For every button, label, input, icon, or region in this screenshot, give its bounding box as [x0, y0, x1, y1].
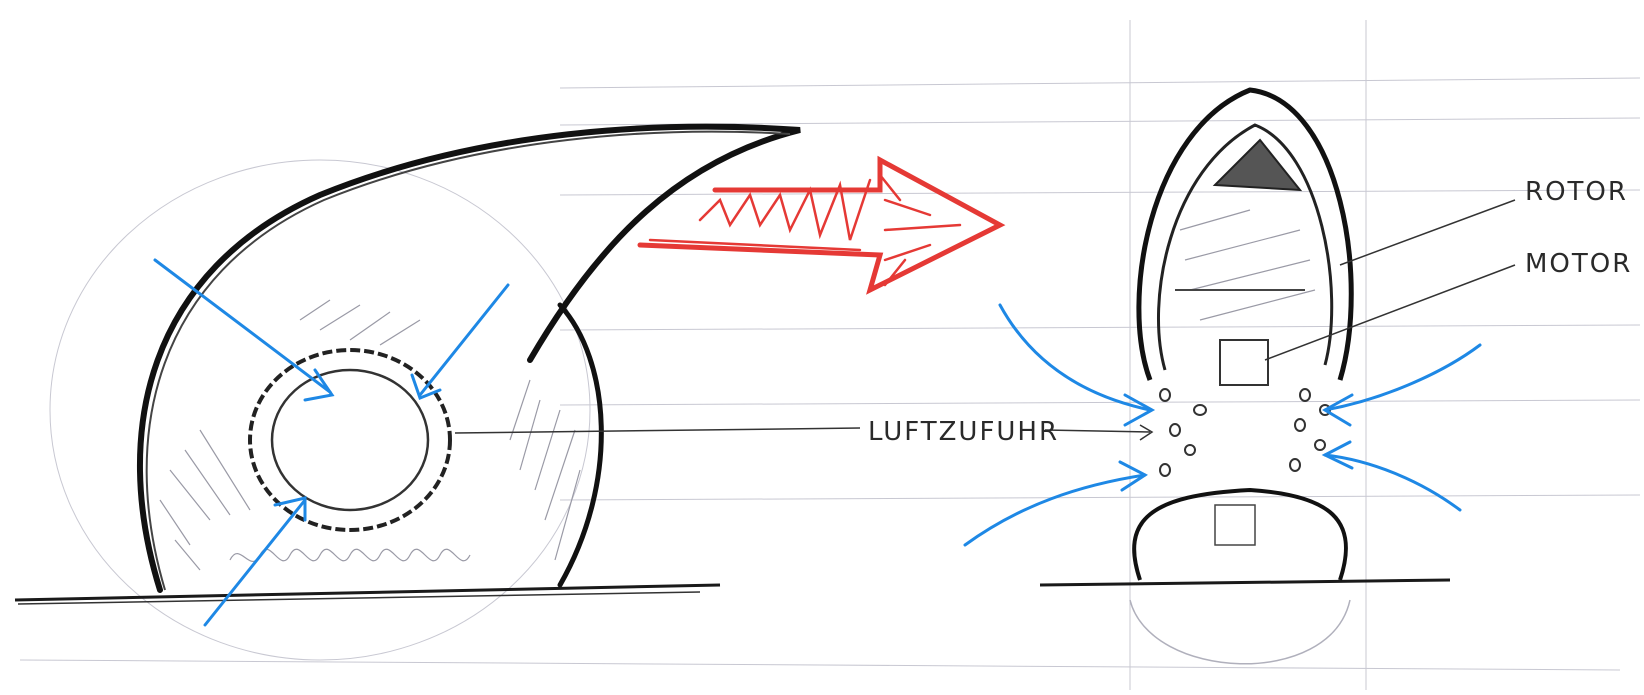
body-hatching	[159, 299, 581, 571]
air-intake-holes	[1159, 388, 1331, 477]
rotor-hatching	[1212, 138, 1303, 192]
intake-ring-inner	[270, 368, 430, 512]
ground-line-left	[14, 583, 721, 602]
transform-arrow	[637, 155, 1006, 295]
side-view	[14, 123, 801, 627]
air-arrows-side	[153, 258, 510, 627]
intake-ring-outer	[248, 348, 452, 532]
label-rotor: ROTOR	[1525, 177, 1628, 207]
front-view	[454, 87, 1516, 665]
pod-outline	[1136, 87, 1354, 381]
body-rear-curve	[557, 302, 604, 588]
label-luftzufuhr: LUFTZUFUHR	[868, 417, 1059, 447]
motor-box	[1219, 339, 1269, 386]
air-arrows-front	[963, 303, 1482, 547]
construction-lines	[19, 20, 1641, 690]
lower-pod-outline	[1132, 487, 1348, 581]
body-outline	[136, 123, 801, 593]
leader-lines	[454, 199, 1516, 441]
ground-line-right	[1039, 578, 1451, 587]
label-motor: MOTOR	[1525, 249, 1632, 279]
